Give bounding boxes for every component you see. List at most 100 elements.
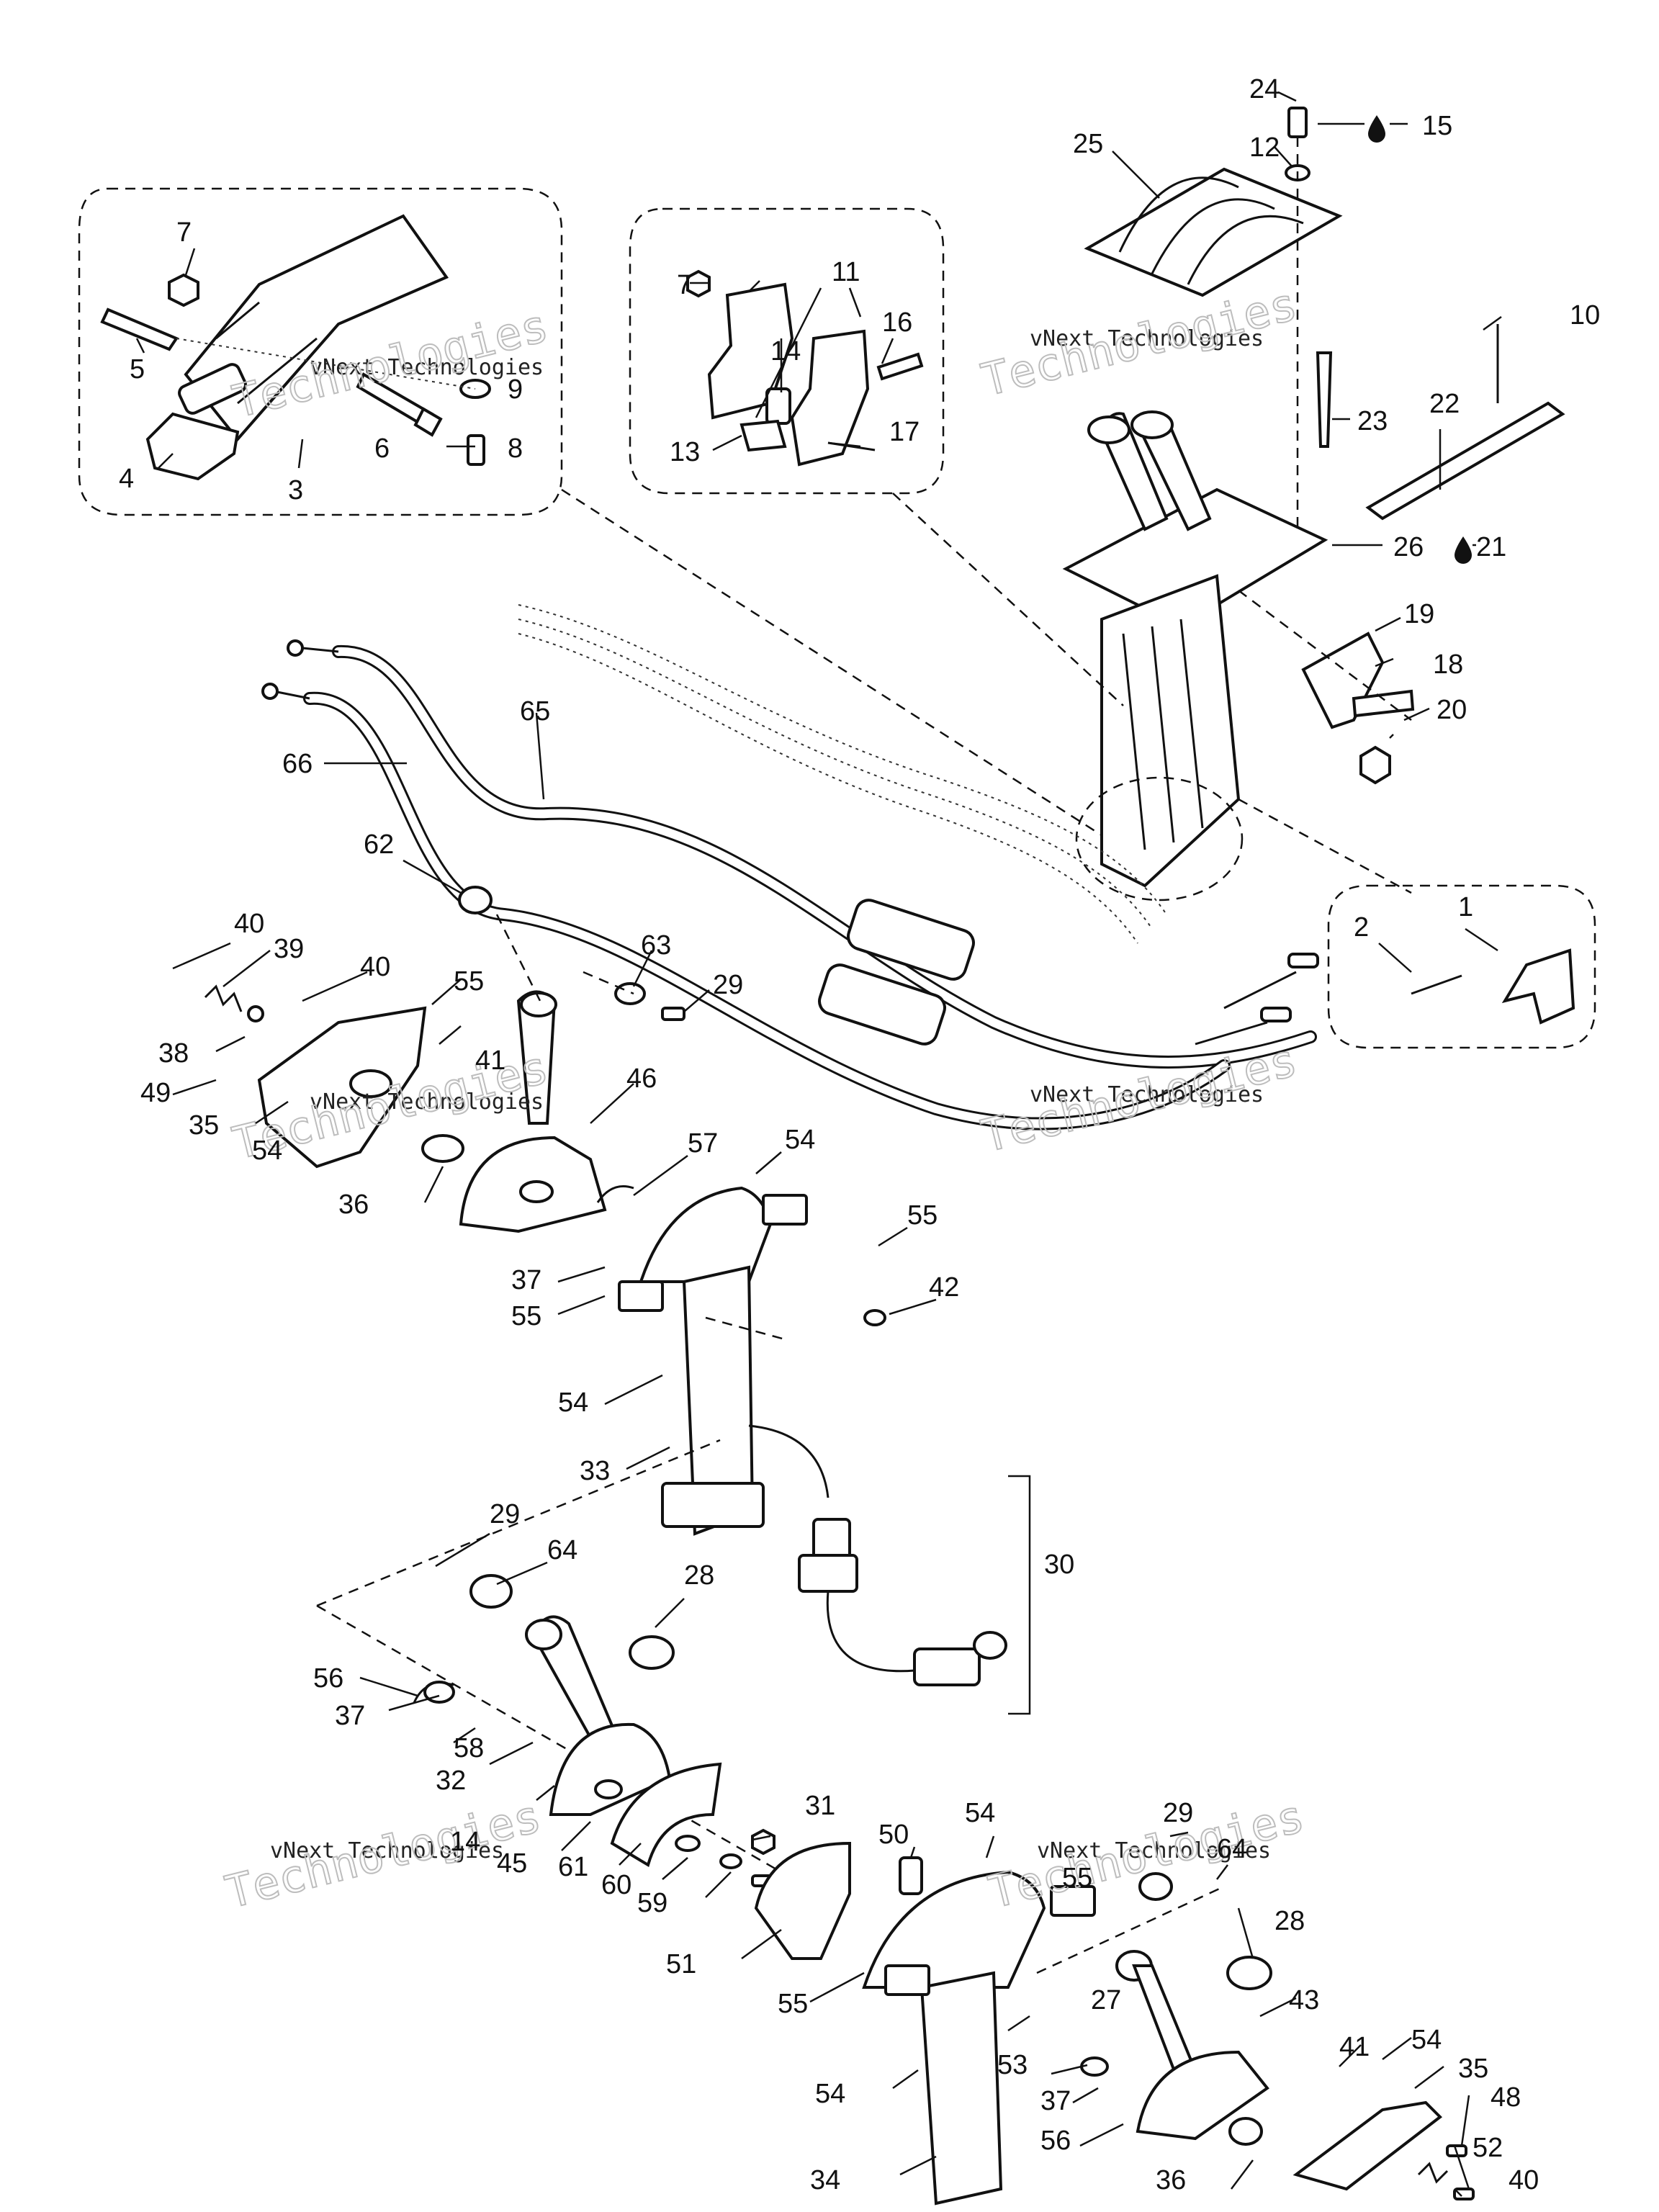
callout-57: 57 [688,1128,718,1159]
callout-14: 14 [770,336,801,367]
callout-42: 42 [929,1272,959,1303]
callout-9: 9 [508,374,523,405]
callout-37: 37 [1040,2086,1071,2116]
callout-15: 15 [1422,111,1452,141]
watermark-text: vNext Technologies [310,355,544,380]
cable-assembly [261,604,1319,1130]
callout-41: 41 [1339,2032,1370,2062]
callout-7: 7 [677,270,692,300]
callout-4: 4 [119,464,134,494]
callout-59: 59 [637,1888,667,1918]
callout-64: 64 [547,1535,577,1565]
callout-24: 24 [1249,74,1280,104]
callout-50: 50 [878,1820,909,1850]
callout-65: 65 [520,696,550,727]
callout-20: 20 [1437,695,1467,725]
inset-clip-detail [1327,884,1596,1049]
callout-52: 52 [1473,2133,1503,2163]
callout-62: 62 [364,830,394,860]
callout-55: 55 [454,966,484,997]
callout-14: 14 [450,1827,480,1857]
watermark-text: vNext Technologies [270,1838,504,1863]
oil-drop-icon [1455,536,1472,564]
callout-60: 60 [601,1870,631,1900]
callout-55: 55 [1062,1863,1092,1893]
callout-49: 49 [140,1078,171,1108]
callout-12: 12 [1249,132,1280,163]
callout-45: 45 [497,1848,527,1879]
callout-51: 51 [666,1949,696,1979]
callout-53: 53 [997,2050,1028,2080]
callout-54: 54 [815,2079,845,2109]
lower-right-module [862,1856,1475,2206]
callout-25: 25 [1073,129,1103,159]
callout-36: 36 [338,1190,369,1220]
callout-54: 54 [252,1136,282,1166]
callout-40: 40 [1509,2165,1539,2195]
callout-29: 29 [490,1499,520,1529]
callout-41: 41 [475,1046,505,1076]
callout-8: 8 [508,433,523,464]
callout-10: 10 [1570,300,1600,331]
callout-16: 16 [882,307,912,338]
callout-17: 17 [889,417,920,447]
callout-19: 19 [1404,599,1434,629]
callout-27: 27 [1091,1985,1121,2015]
control-head-assembly [1062,107,1565,902]
callout-39: 39 [274,934,304,964]
callout-7: 7 [176,217,192,248]
callout-58: 58 [454,1733,484,1763]
callout-54: 54 [785,1125,815,1155]
leader-lines [135,91,1502,2197]
callout-54: 54 [1411,2025,1442,2055]
callout-32: 32 [436,1766,466,1796]
callout-46: 46 [626,1064,657,1094]
callout-6: 6 [374,433,390,464]
callout-labels: 24 15 25 12 10 23 22 26 21 19 18 20 7 5 … [119,74,1600,2195]
callout-30: 30 [1044,1550,1074,1580]
callout-54: 54 [558,1388,588,1418]
middle-lever-module [204,886,886,1536]
callout-28: 28 [1274,1906,1305,1936]
oil-drop-icon [1368,115,1385,143]
callout-55: 55 [511,1301,541,1331]
callout-61: 61 [558,1852,588,1882]
callout-1: 1 [1458,892,1473,922]
callout-37: 37 [335,1701,365,1731]
callout-35: 35 [1458,2054,1488,2084]
callout-64: 64 [1217,1834,1247,1864]
inset-bracket-detail [78,187,563,516]
callout-55: 55 [778,1989,808,2019]
watermark-text: vNext Technologies [1030,1082,1264,1107]
callout-11: 11 [832,257,860,287]
callout-56: 56 [1040,2126,1071,2156]
callout-37: 37 [511,1265,541,1295]
callout-34: 34 [810,2165,840,2195]
callout-35: 35 [189,1110,219,1141]
callout-29: 29 [1163,1798,1193,1828]
callout-38: 38 [158,1038,189,1069]
callout-66: 66 [282,749,313,779]
callout-31: 31 [805,1791,835,1821]
callout-54: 54 [965,1798,995,1828]
callout-63: 63 [641,930,671,961]
callout-48: 48 [1491,2082,1521,2113]
callout-13: 13 [670,437,700,467]
lower-lever-module [316,1439,851,1960]
callout-3: 3 [288,475,303,505]
watermark-text: vNext Technologies [1030,326,1264,351]
callout-21: 21 [1476,532,1506,562]
callout-55: 55 [907,1200,938,1231]
callout-29: 29 [713,970,743,1000]
callout-28: 28 [684,1560,714,1591]
callout-56: 56 [313,1663,343,1694]
callout-40: 40 [234,909,264,939]
callout-23: 23 [1357,406,1388,436]
callout-33: 33 [580,1456,610,1486]
callout-26: 26 [1393,532,1424,562]
callout-36: 36 [1156,2165,1186,2195]
callout-2: 2 [1354,912,1369,943]
trim-switch-harness [748,1424,1031,1715]
callout-22: 22 [1429,389,1460,419]
